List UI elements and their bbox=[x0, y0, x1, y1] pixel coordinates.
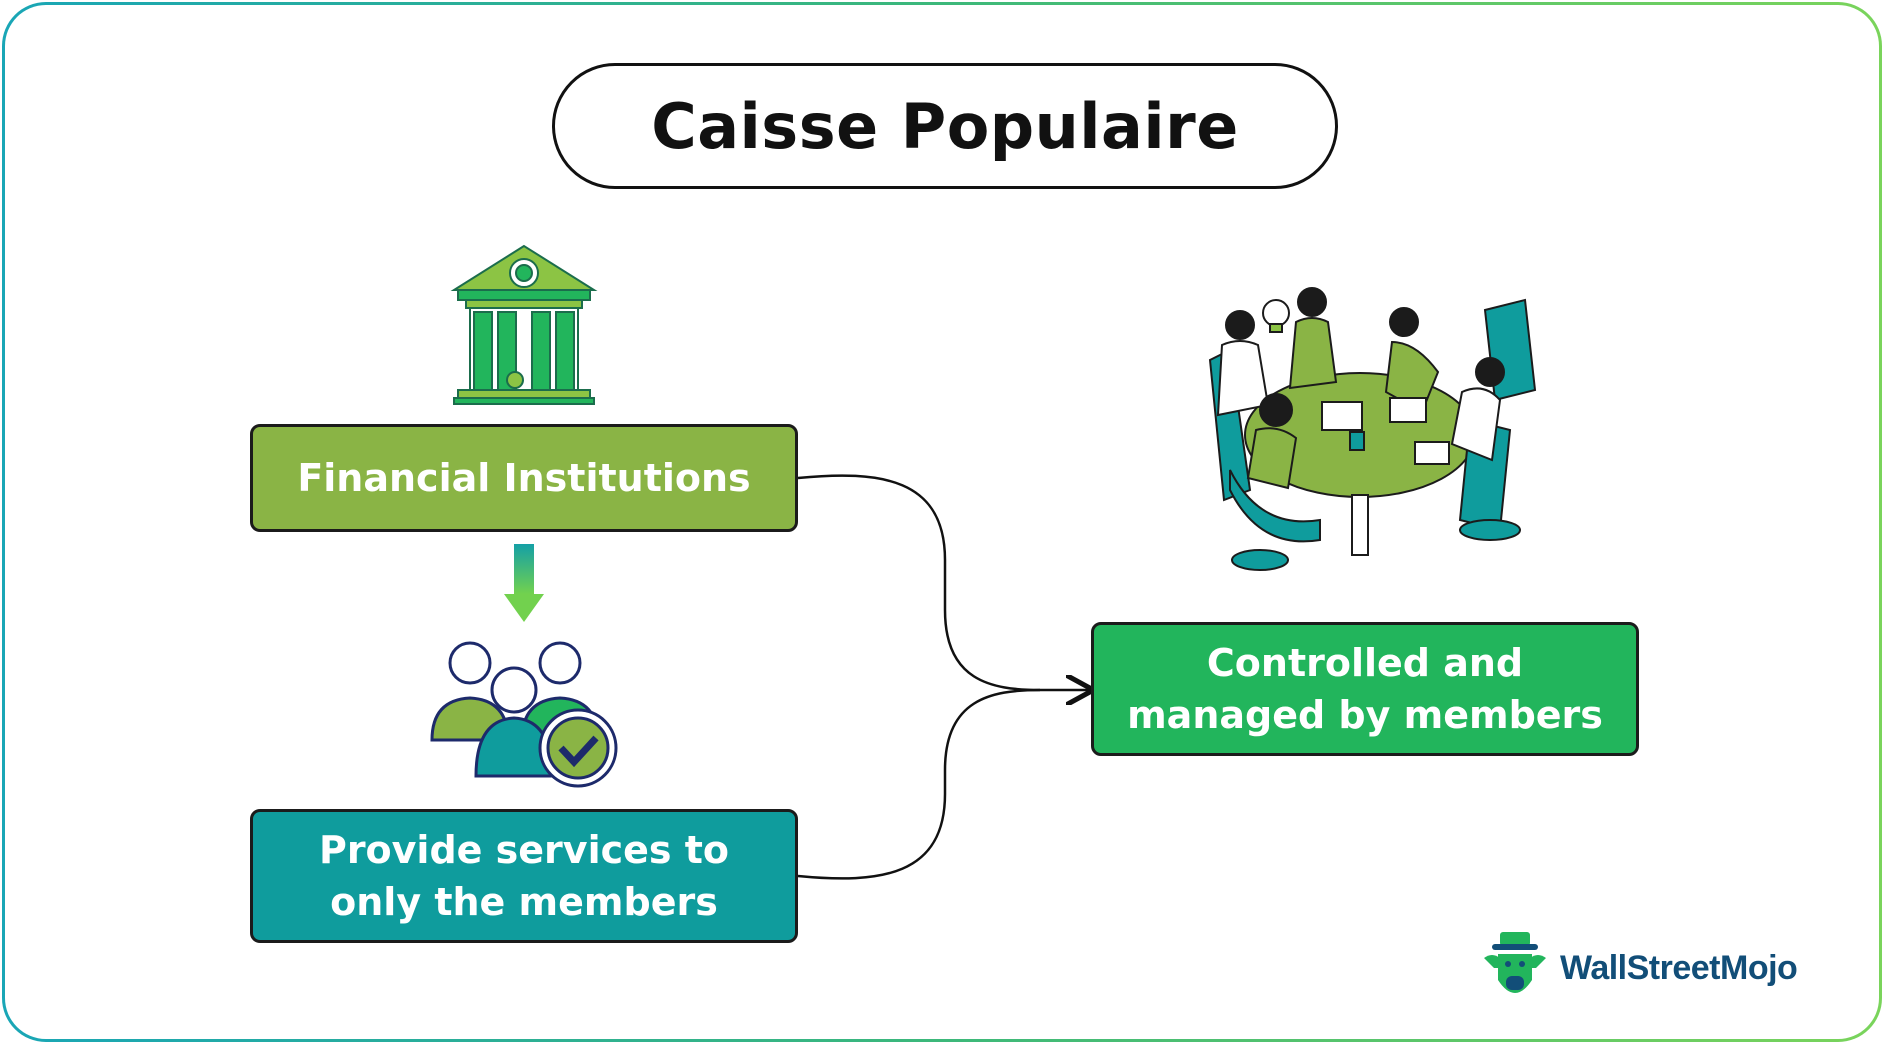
connector-financial-to-controlled bbox=[797, 474, 1041, 692]
provide-services-box: Provide services to only the members bbox=[250, 809, 798, 943]
controlled-managed-box: Controlled and managed by members bbox=[1091, 622, 1639, 756]
provide-services-line-2: only the members bbox=[330, 880, 718, 924]
bank-building-icon bbox=[450, 244, 598, 405]
financial-institutions-box: Financial Institutions bbox=[250, 424, 798, 532]
provide-services-line-1: Provide services to bbox=[318, 827, 730, 872]
down-arrow-icon bbox=[504, 544, 544, 622]
bull-mascot-logo bbox=[1484, 932, 1546, 993]
wallstreetmojo-logo: WallStreetMojo bbox=[1480, 930, 1840, 1006]
team-meeting-illustration bbox=[1208, 287, 1537, 571]
members-verified-icon bbox=[430, 641, 618, 788]
controlled-managed-line-1: Controlled and bbox=[1206, 640, 1524, 685]
page-title: Caisse Populaire bbox=[552, 63, 1338, 189]
logo-text: WallStreetMojo bbox=[1560, 948, 1798, 987]
connector-provide-to-controlled bbox=[797, 688, 1041, 880]
financial-institutions-label: Financial Institutions bbox=[297, 455, 751, 500]
controlled-managed-line-2: managed by members bbox=[1127, 693, 1603, 737]
